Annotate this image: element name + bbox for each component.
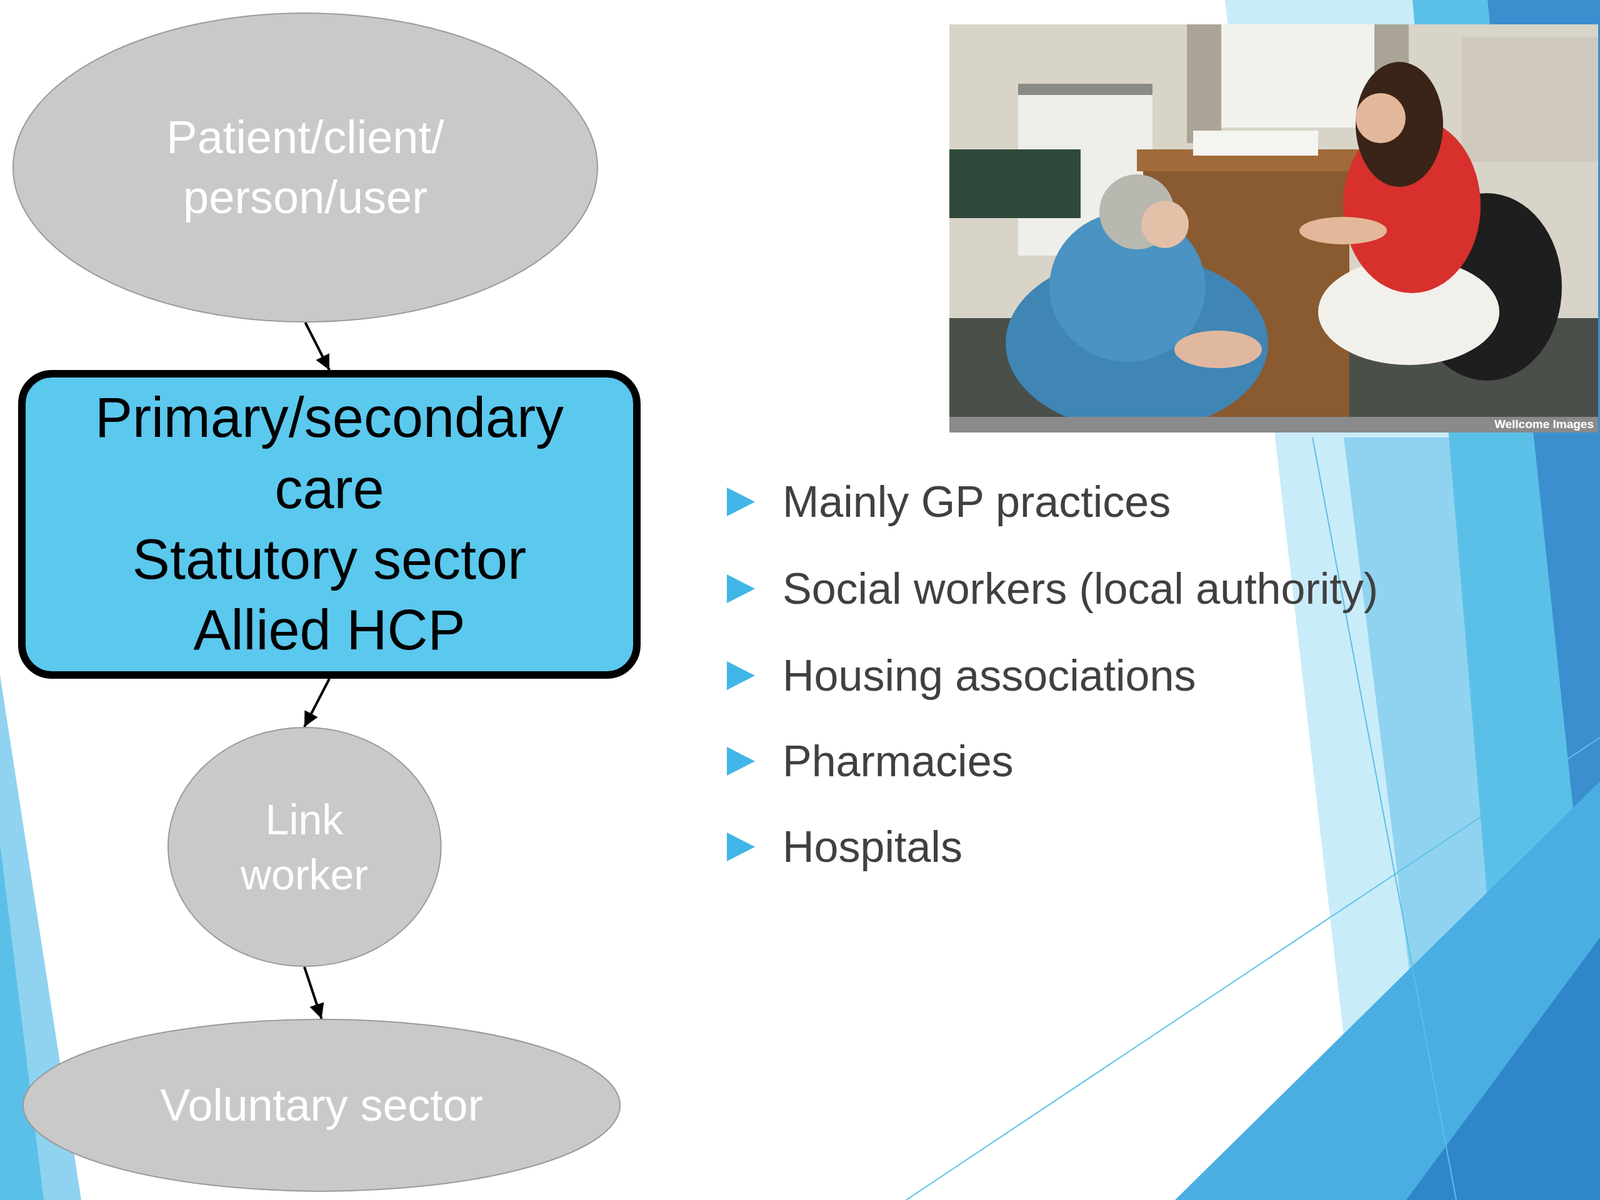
photo-wall	[949, 24, 1599, 433]
bullet-marker	[726, 487, 755, 517]
bullet-item: Housing associations	[782, 649, 1196, 702]
consultation-photo	[949, 24, 1599, 433]
node-outline	[12, 12, 599, 323]
photo-curtain	[1186, 24, 1222, 144]
flow-arrow	[304, 966, 322, 1019]
person-ellipse: Patient/client/ person/user	[12, 12, 599, 323]
node-label: Primary/secondary care	[35, 382, 624, 525]
background-triangle	[0, 843, 44, 1200]
bullet-marker	[726, 832, 755, 862]
flow-arrow	[304, 678, 330, 727]
care-box: Primary/secondary careStatutory sectorAl…	[18, 370, 641, 679]
bullet-marker	[726, 574, 755, 604]
node-label: Link worker	[210, 791, 399, 903]
background-line	[906, 737, 1600, 1200]
photo-window	[1215, 24, 1378, 128]
node-outline-shape	[168, 727, 442, 967]
photo-doctor-hair	[1355, 61, 1444, 187]
background-triangle	[1406, 937, 1600, 1200]
bullet-item: Hospitals	[782, 820, 963, 874]
bullet-marker	[726, 661, 755, 690]
background-triangle	[1175, 781, 1600, 1200]
node-label: Patient/client/ person/user	[105, 107, 506, 228]
photo-papers	[1193, 130, 1319, 156]
photo-sink	[1018, 83, 1153, 95]
bullet-item: Pharmacies	[782, 735, 1014, 788]
photo-patient-face	[1141, 200, 1189, 249]
node-outline	[167, 726, 442, 967]
node-label: Statutory sector	[132, 524, 527, 595]
photo-doctor-face	[1355, 93, 1406, 144]
node-label: Allied HCP	[193, 595, 465, 666]
flow-arrow	[305, 322, 330, 370]
photo-couch	[949, 149, 1081, 219]
voluntary-sector-ellipse: Voluntary sector	[22, 1018, 621, 1192]
photo-patient-arm	[1174, 330, 1262, 369]
bullet-item: Mainly GP practices	[782, 475, 1171, 529]
background-line	[1312, 437, 1457, 1200]
bullet-marker	[726, 746, 755, 776]
watermark: Wellcome Images	[1494, 417, 1594, 432]
node-outline-shape	[13, 13, 598, 322]
photo-shelf	[1461, 36, 1599, 162]
bullet-item: Social workers (local authority)	[782, 562, 1379, 615]
node-label: Voluntary sector	[160, 1078, 483, 1132]
node-outline-shape	[21, 373, 637, 675]
link-worker-circle: Link worker	[167, 726, 442, 967]
photo-caption-strip	[949, 416, 1599, 433]
node-outline-shape	[23, 1019, 620, 1192]
photo-doctor-arm	[1299, 216, 1387, 245]
